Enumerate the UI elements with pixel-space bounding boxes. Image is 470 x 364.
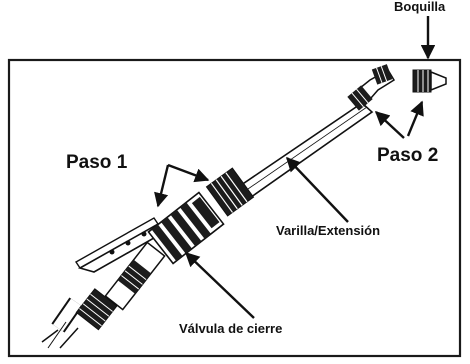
arrow-icon xyxy=(184,252,255,319)
step1-label: Paso 1 xyxy=(66,152,128,173)
step2-label: Paso 2 xyxy=(377,145,439,166)
shutoff-valve xyxy=(147,191,225,265)
arrow-icon xyxy=(167,163,210,183)
arrow-icon xyxy=(154,164,170,208)
valve-label: Válvula de cierre xyxy=(179,321,283,336)
hose-connector xyxy=(75,288,118,331)
arrows xyxy=(154,16,436,319)
handle-tube xyxy=(104,241,166,311)
arrow-icon xyxy=(374,111,405,139)
wand-label: Varilla/Extensión xyxy=(276,223,381,238)
arrow-icon xyxy=(286,156,349,223)
wand-angled-tip xyxy=(347,64,396,111)
coupling-nut xyxy=(205,167,255,217)
arrow-icon xyxy=(406,100,424,137)
hose xyxy=(41,297,83,349)
nozzle xyxy=(412,69,447,93)
diagram-frame xyxy=(7,58,462,358)
nozzle-label: Boquilla xyxy=(394,0,446,14)
